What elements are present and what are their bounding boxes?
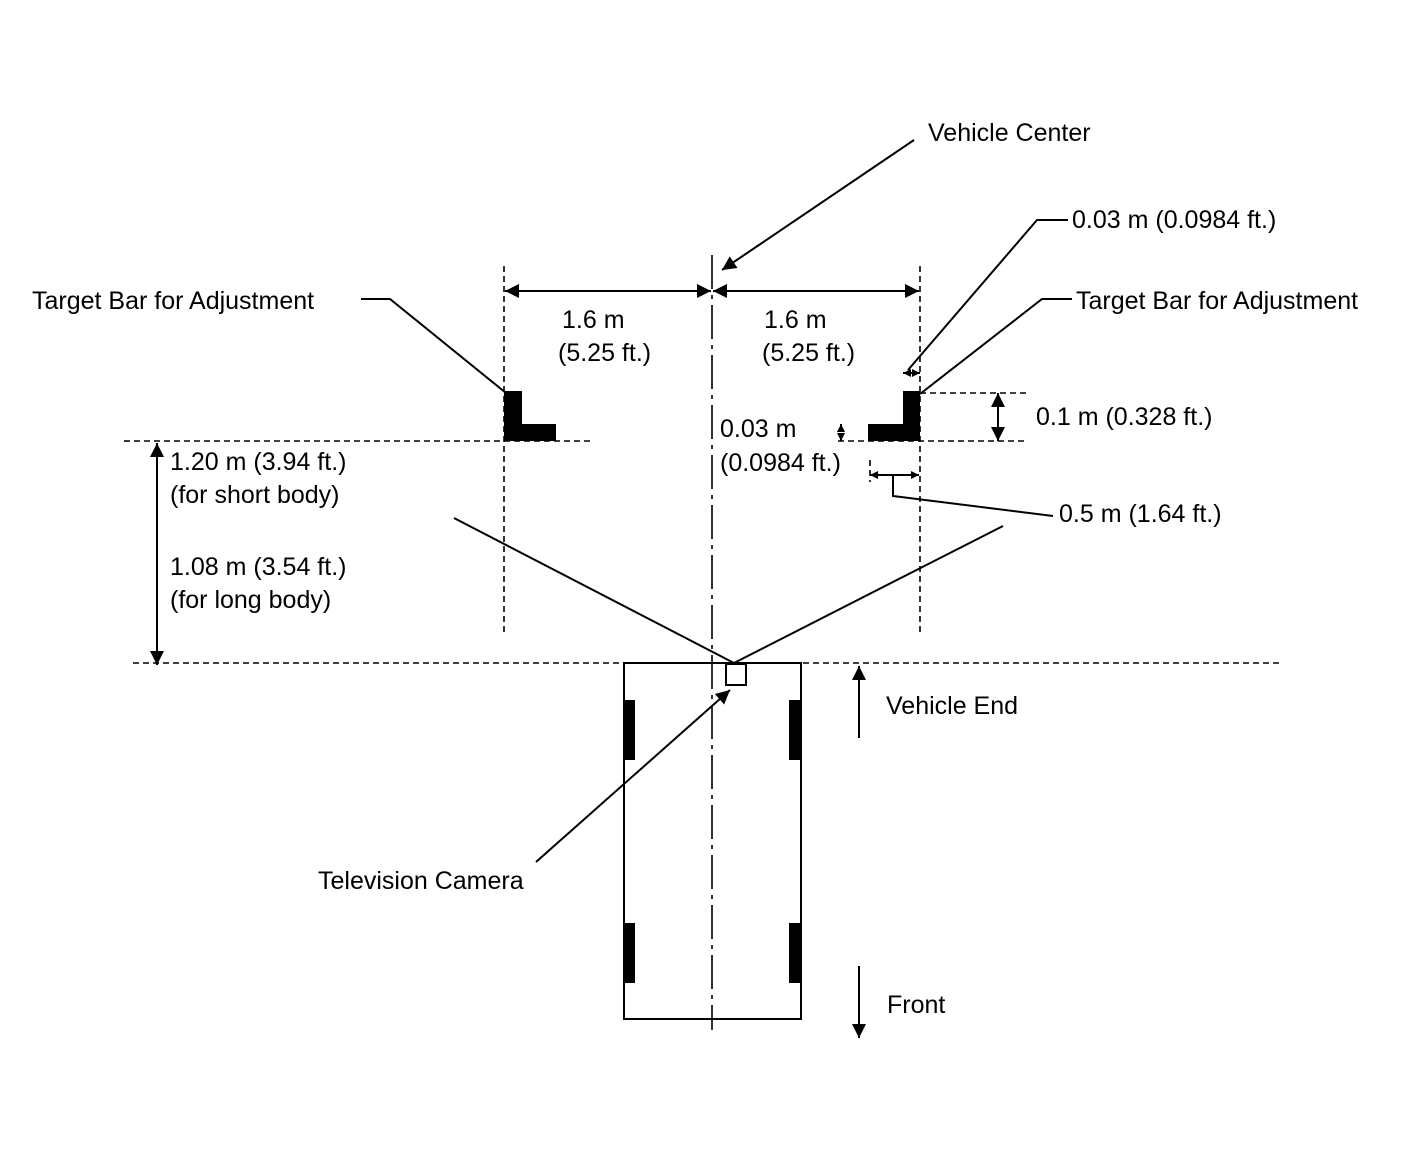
wheel-front-right (789, 923, 801, 983)
target-bar-left-label: Target Bar for Adjustment (32, 287, 314, 315)
target-bar-right-label: Target Bar for Adjustment (1076, 287, 1358, 315)
bar-length-leader (892, 475, 1054, 517)
distance-long-label-1: 1.08 m (3.54 ft.) (170, 553, 346, 581)
left-target-leader (361, 298, 507, 394)
bar-thickness-label-2: (0.0984 ft.) (720, 449, 841, 477)
left-half-width-label-2: (5.25 ft.) (558, 339, 651, 367)
offset-right-label: 0.03 m (0.0984 ft.) (1072, 206, 1276, 234)
vehicle-body (623, 662, 802, 1020)
bar-height-label: 0.1 m (0.328 ft.) (1036, 403, 1212, 431)
vehicle-center-leader (721, 139, 915, 271)
vehicle-end-label: Vehicle End (886, 692, 1018, 720)
distance-short-label-2: (for short body) (170, 481, 340, 509)
front-label: Front (887, 991, 945, 1019)
distance-short-label-1: 1.20 m (3.94 ft.) (170, 448, 346, 476)
left-target-bar (504, 391, 556, 441)
vehicle-center-label: Vehicle Center (928, 119, 1091, 147)
camera-view-left-line (453, 517, 735, 664)
wheel-rear-right (789, 700, 801, 760)
television-camera-box (725, 663, 747, 686)
right-target-bar (868, 391, 920, 441)
left-half-width-label-1: 1.6 m (562, 306, 625, 334)
bar-length-label: 0.5 m (1.64 ft.) (1059, 500, 1222, 528)
bar-thickness-label-1: 0.03 m (720, 415, 796, 443)
right-half-width-label-2: (5.25 ft.) (762, 339, 855, 367)
right-half-width-label-1: 1.6 m (764, 306, 827, 334)
right-target-leader (919, 298, 1072, 395)
distance-long-label-2: (for long body) (170, 586, 331, 614)
television-camera-label: Television Camera (318, 867, 524, 895)
camera-leader (535, 689, 731, 863)
wheel-rear-left (624, 700, 635, 760)
offset-leader (907, 219, 1068, 371)
camera-view-right-line (733, 525, 1004, 664)
wheel-front-left (624, 923, 635, 983)
